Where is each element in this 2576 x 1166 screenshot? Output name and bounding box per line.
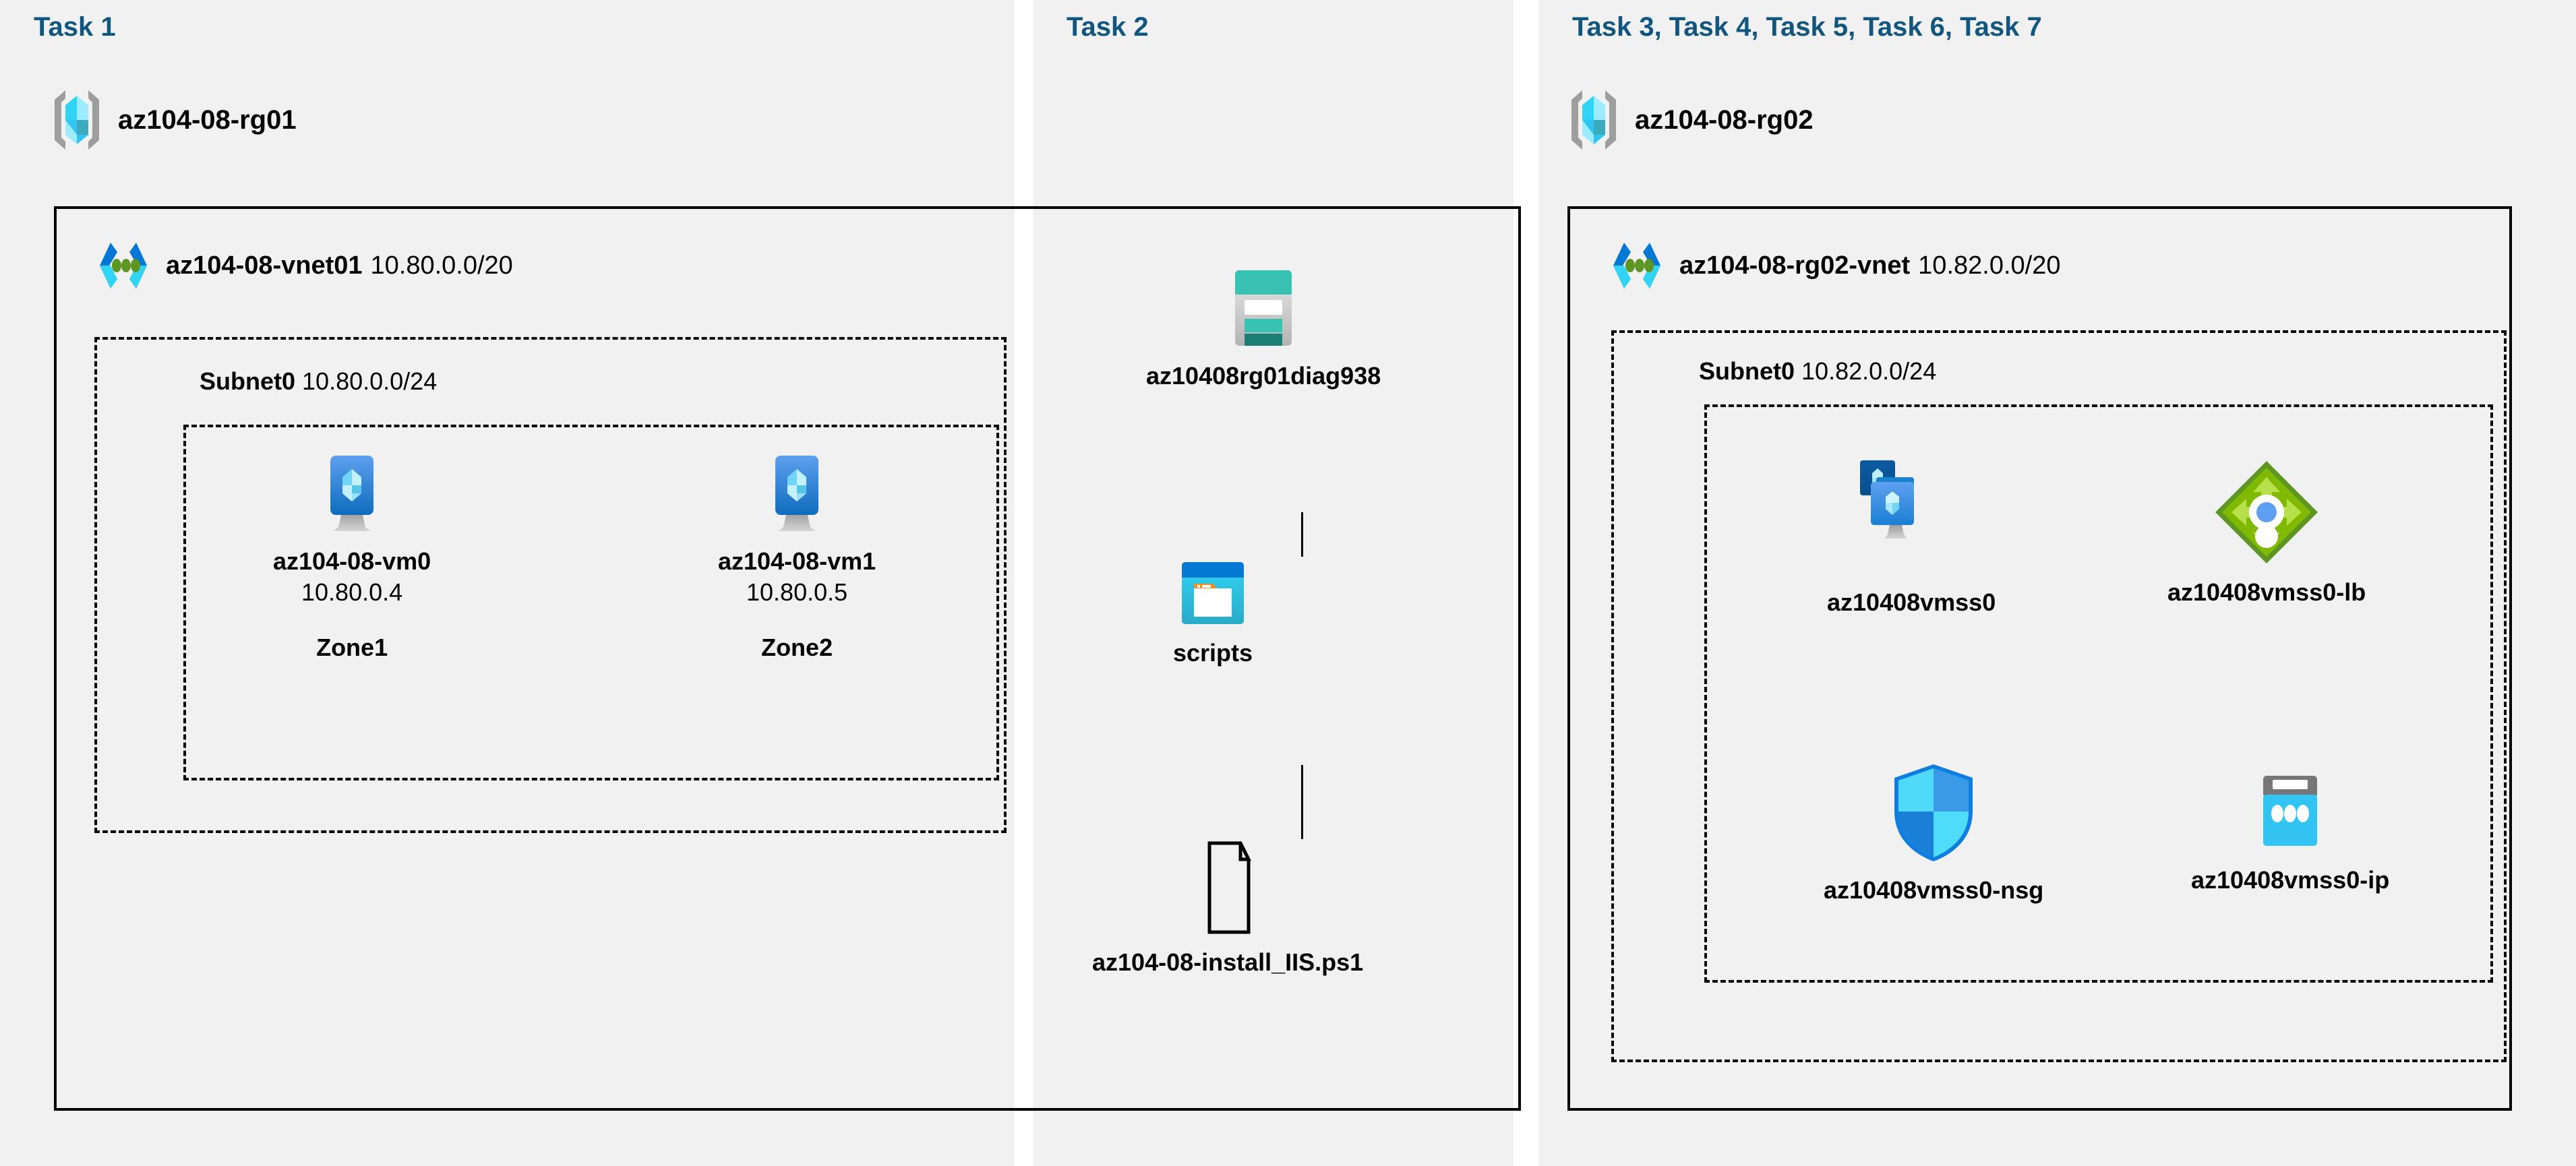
task2-title: Task 2 — [1067, 12, 1149, 42]
rg02-vnet-header[interactable]: az104-08-rg02-vnet 10.82.0.0/20 — [1608, 240, 2060, 291]
subnet0-label-task1: Subnet0 10.80.0.0/24 — [200, 367, 437, 396]
vm1-zone: Zone2 — [761, 634, 833, 661]
blob-container-node[interactable]: scripts — [1173, 559, 1253, 667]
virtual-network-icon — [1608, 240, 1666, 291]
storage-account-name: az10408rg01diag938 — [1146, 362, 1381, 390]
task2-panel — [1033, 0, 1514, 1166]
task3-panel — [1538, 0, 2576, 1166]
vnet01-header[interactable]: az104-08-vnet01 10.80.0.0/20 — [94, 240, 513, 291]
vm0-zone: Zone1 — [316, 634, 388, 661]
resource-group-rg02[interactable]: az104-08-rg02 — [1567, 88, 1814, 152]
vmss-group-boundary — [1704, 404, 2493, 983]
task3-title: Task 3, Task 4, Task 5, Task 6, Task 7 — [1572, 12, 2042, 42]
rg02-vnet-cidr: 10.82.0.0/20 — [1918, 251, 2061, 280]
subnet0-boundary-task1 — [94, 337, 1007, 833]
subnet0-label-task3: Subnet0 10.82.0.0/24 — [1699, 357, 1936, 386]
rg02-vnet-boundary — [1567, 206, 2512, 1111]
subnet0-cidr-task3: 10.82.0.0/24 — [1801, 357, 1937, 385]
file-icon — [1184, 839, 1271, 936]
vm-node-vm1[interactable]: az104-08-vm1 10.80.0.5 Zone2 — [718, 452, 876, 662]
vm-scale-set-icon — [1851, 455, 1972, 576]
vmss-node[interactable]: az10408vmss0 — [1827, 455, 1996, 617]
vm0-ip: 10.80.0.4 — [301, 578, 403, 606]
vnet01-name: az104-08-vnet01 — [166, 251, 363, 280]
load-balancer-name: az10408vmss0-lb — [2167, 578, 2366, 606]
load-balancer-icon — [2213, 458, 2320, 566]
storage-account-node[interactable]: az10408rg01diag938 — [1146, 266, 1381, 390]
task1-title: Task 1 — [34, 12, 116, 42]
blob-container-name: scripts — [1173, 639, 1253, 667]
nsg-node[interactable]: az10408vmss0-nsg — [1824, 762, 2043, 904]
task1-panel — [0, 0, 1015, 1166]
public-ip-node[interactable]: az10408vmss0-ip — [2191, 772, 2389, 894]
vnet01-boundary — [54, 206, 1521, 1111]
public-ip-address-icon — [2250, 772, 2331, 854]
vm1-name: az104-08-vm1 — [718, 547, 876, 575]
virtual-network-icon — [94, 240, 152, 291]
script-file-node[interactable]: az104-08-install_IIS.ps1 — [1092, 839, 1363, 977]
storage-account-icon — [1228, 266, 1298, 350]
resource-group-icon — [51, 88, 103, 152]
public-ip-name: az10408vmss0-ip — [2191, 866, 2390, 894]
nsg-name: az10408vmss0-nsg — [1824, 876, 2044, 904]
resource-group-rg01[interactable]: az104-08-rg01 — [51, 88, 297, 152]
vm-group-boundary — [183, 425, 999, 780]
virtual-machine-icon — [311, 452, 392, 535]
subnet0-boundary-task3 — [1611, 330, 2507, 1062]
subnet0-name-task3: Subnet0 — [1699, 357, 1795, 385]
blob-container-icon — [1179, 559, 1247, 627]
rg02-vnet-name: az104-08-rg02-vnet — [1679, 251, 1911, 280]
subnet0-name-task1: Subnet0 — [200, 367, 296, 395]
resource-group-rg01-label: az104-08-rg01 — [118, 104, 297, 135]
subnet0-cidr-task1: 10.80.0.0/24 — [302, 367, 438, 395]
connector-storage-to-container — [1301, 512, 1303, 557]
virtual-machine-icon — [756, 452, 837, 535]
vnet01-cidr: 10.80.0.0/20 — [370, 251, 513, 280]
script-file-name: az104-08-install_IIS.ps1 — [1092, 948, 1364, 976]
load-balancer-node[interactable]: az10408vmss0-lb — [2167, 458, 2366, 607]
vm0-name: az104-08-vm0 — [273, 547, 431, 575]
vmss-name: az10408vmss0 — [1827, 588, 1996, 616]
resource-group-icon — [1567, 88, 1620, 152]
network-security-group-icon — [1889, 762, 1978, 864]
vm1-ip: 10.80.0.5 — [746, 578, 848, 606]
vm-node-vm0[interactable]: az104-08-vm0 10.80.0.4 Zone1 — [273, 452, 431, 662]
connector-container-to-file — [1301, 765, 1303, 839]
resource-group-rg02-label: az104-08-rg02 — [1635, 104, 1814, 135]
